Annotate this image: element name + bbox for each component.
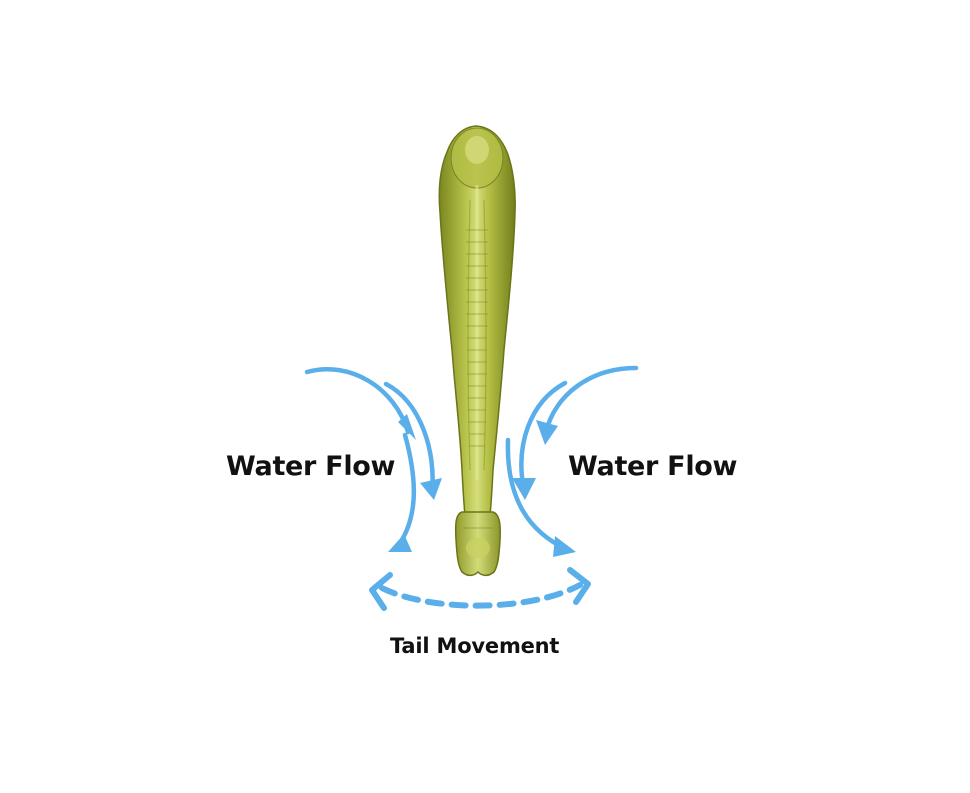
tail-movement-label: Tail Movement bbox=[390, 634, 560, 658]
arrowhead-icon bbox=[553, 536, 576, 557]
curved-arrow-icon bbox=[519, 380, 568, 493]
curved-arrow-icon bbox=[505, 437, 569, 552]
arrowhead-icon bbox=[388, 534, 412, 552]
right-flow-arrowheads bbox=[512, 420, 576, 557]
water-flow-label-right: Water Flow bbox=[568, 451, 738, 482]
arrowhead-icon bbox=[512, 478, 536, 500]
curved-arrow-icon bbox=[383, 381, 435, 495]
tail-movement-arrow bbox=[369, 567, 591, 611]
lure-ribs bbox=[466, 229, 488, 447]
arrowhead-icon bbox=[398, 414, 416, 440]
curved-arrow-icon bbox=[304, 366, 411, 435]
arrowhead-left-icon bbox=[369, 572, 393, 611]
curved-arrow-icon bbox=[543, 365, 639, 435]
left-flow-arrowheads bbox=[388, 414, 442, 552]
curved-arrow-icon bbox=[393, 432, 417, 552]
arrowhead-icon bbox=[536, 420, 558, 445]
water-flow-label-left: Water Flow bbox=[226, 451, 396, 482]
lure-image bbox=[438, 125, 516, 577]
arrowhead-icon bbox=[420, 478, 442, 500]
arrowhead-right-icon bbox=[567, 567, 591, 605]
dashed-arc bbox=[379, 582, 583, 609]
